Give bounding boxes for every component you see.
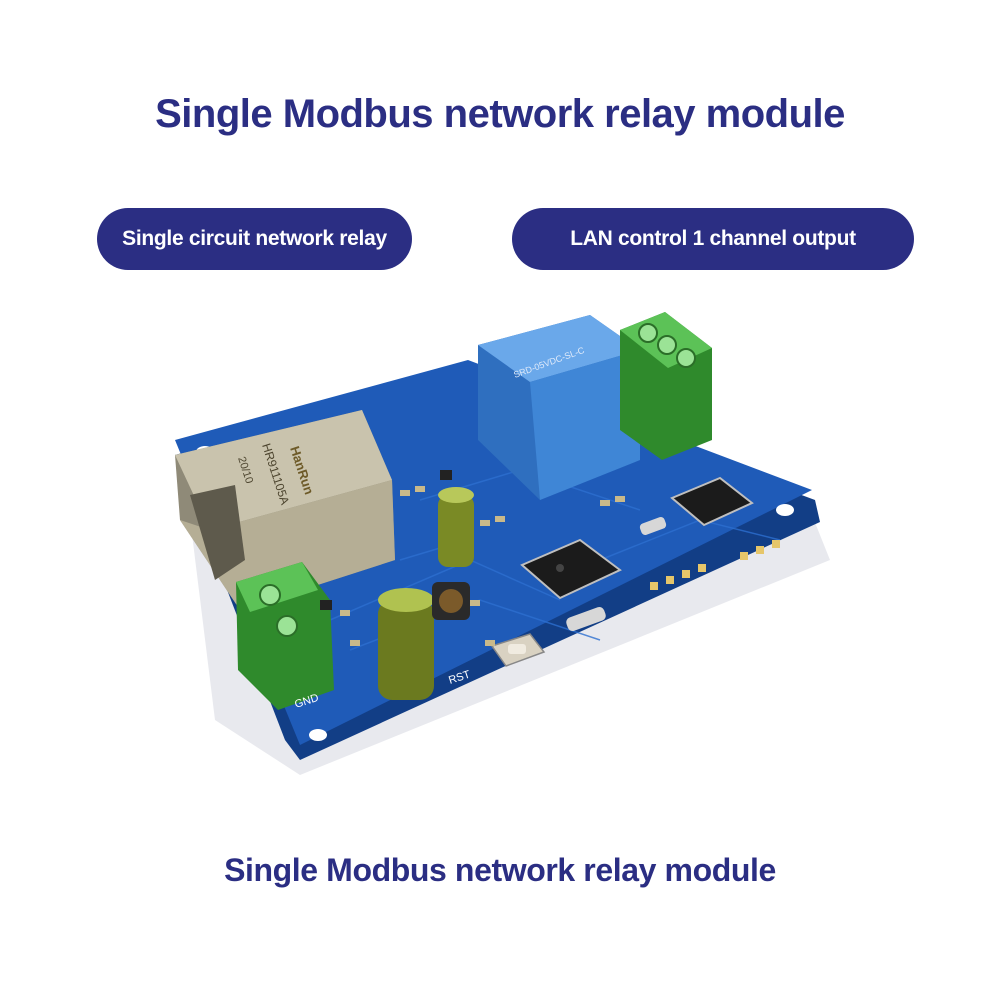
feature-pill-single-circuit: Single circuit network relay — [97, 208, 412, 270]
screw-icon — [657, 335, 677, 355]
product-photo: HanRun HR911105A 20/10 SRD-05VDC-SL-C — [175, 312, 830, 775]
reset-button — [490, 633, 546, 667]
screw-icon — [259, 584, 281, 606]
page-title: Single Modbus network relay module — [155, 92, 845, 136]
relay-terminal-block — [620, 312, 712, 460]
ethernet-controller-chip — [670, 476, 754, 527]
feature-pill-label: Single circuit network relay — [122, 227, 387, 250]
screw-icon — [676, 348, 696, 368]
screw-icon — [638, 323, 658, 343]
smd-components — [320, 470, 625, 646]
pin-header — [650, 540, 780, 590]
crystal — [566, 606, 606, 632]
mounting-hole — [309, 729, 327, 741]
mounting-hole — [776, 504, 794, 516]
capacitor-small — [438, 487, 474, 567]
ethernet-jack: HanRun HR911105A 20/10 — [175, 410, 395, 610]
inductor — [432, 582, 470, 620]
power-terminal-block — [236, 562, 334, 710]
mcu-chip — [520, 538, 622, 600]
feature-pill-label: LAN control 1 channel output — [570, 227, 856, 250]
footer-caption: Single Modbus network relay module — [224, 852, 776, 888]
screw-icon — [276, 615, 298, 637]
feature-pill-lan-control: LAN control 1 channel output — [512, 208, 914, 270]
relay: SRD-05VDC-SL-C — [478, 315, 640, 500]
capacitor-large — [378, 588, 434, 700]
crystal — [639, 517, 667, 535]
